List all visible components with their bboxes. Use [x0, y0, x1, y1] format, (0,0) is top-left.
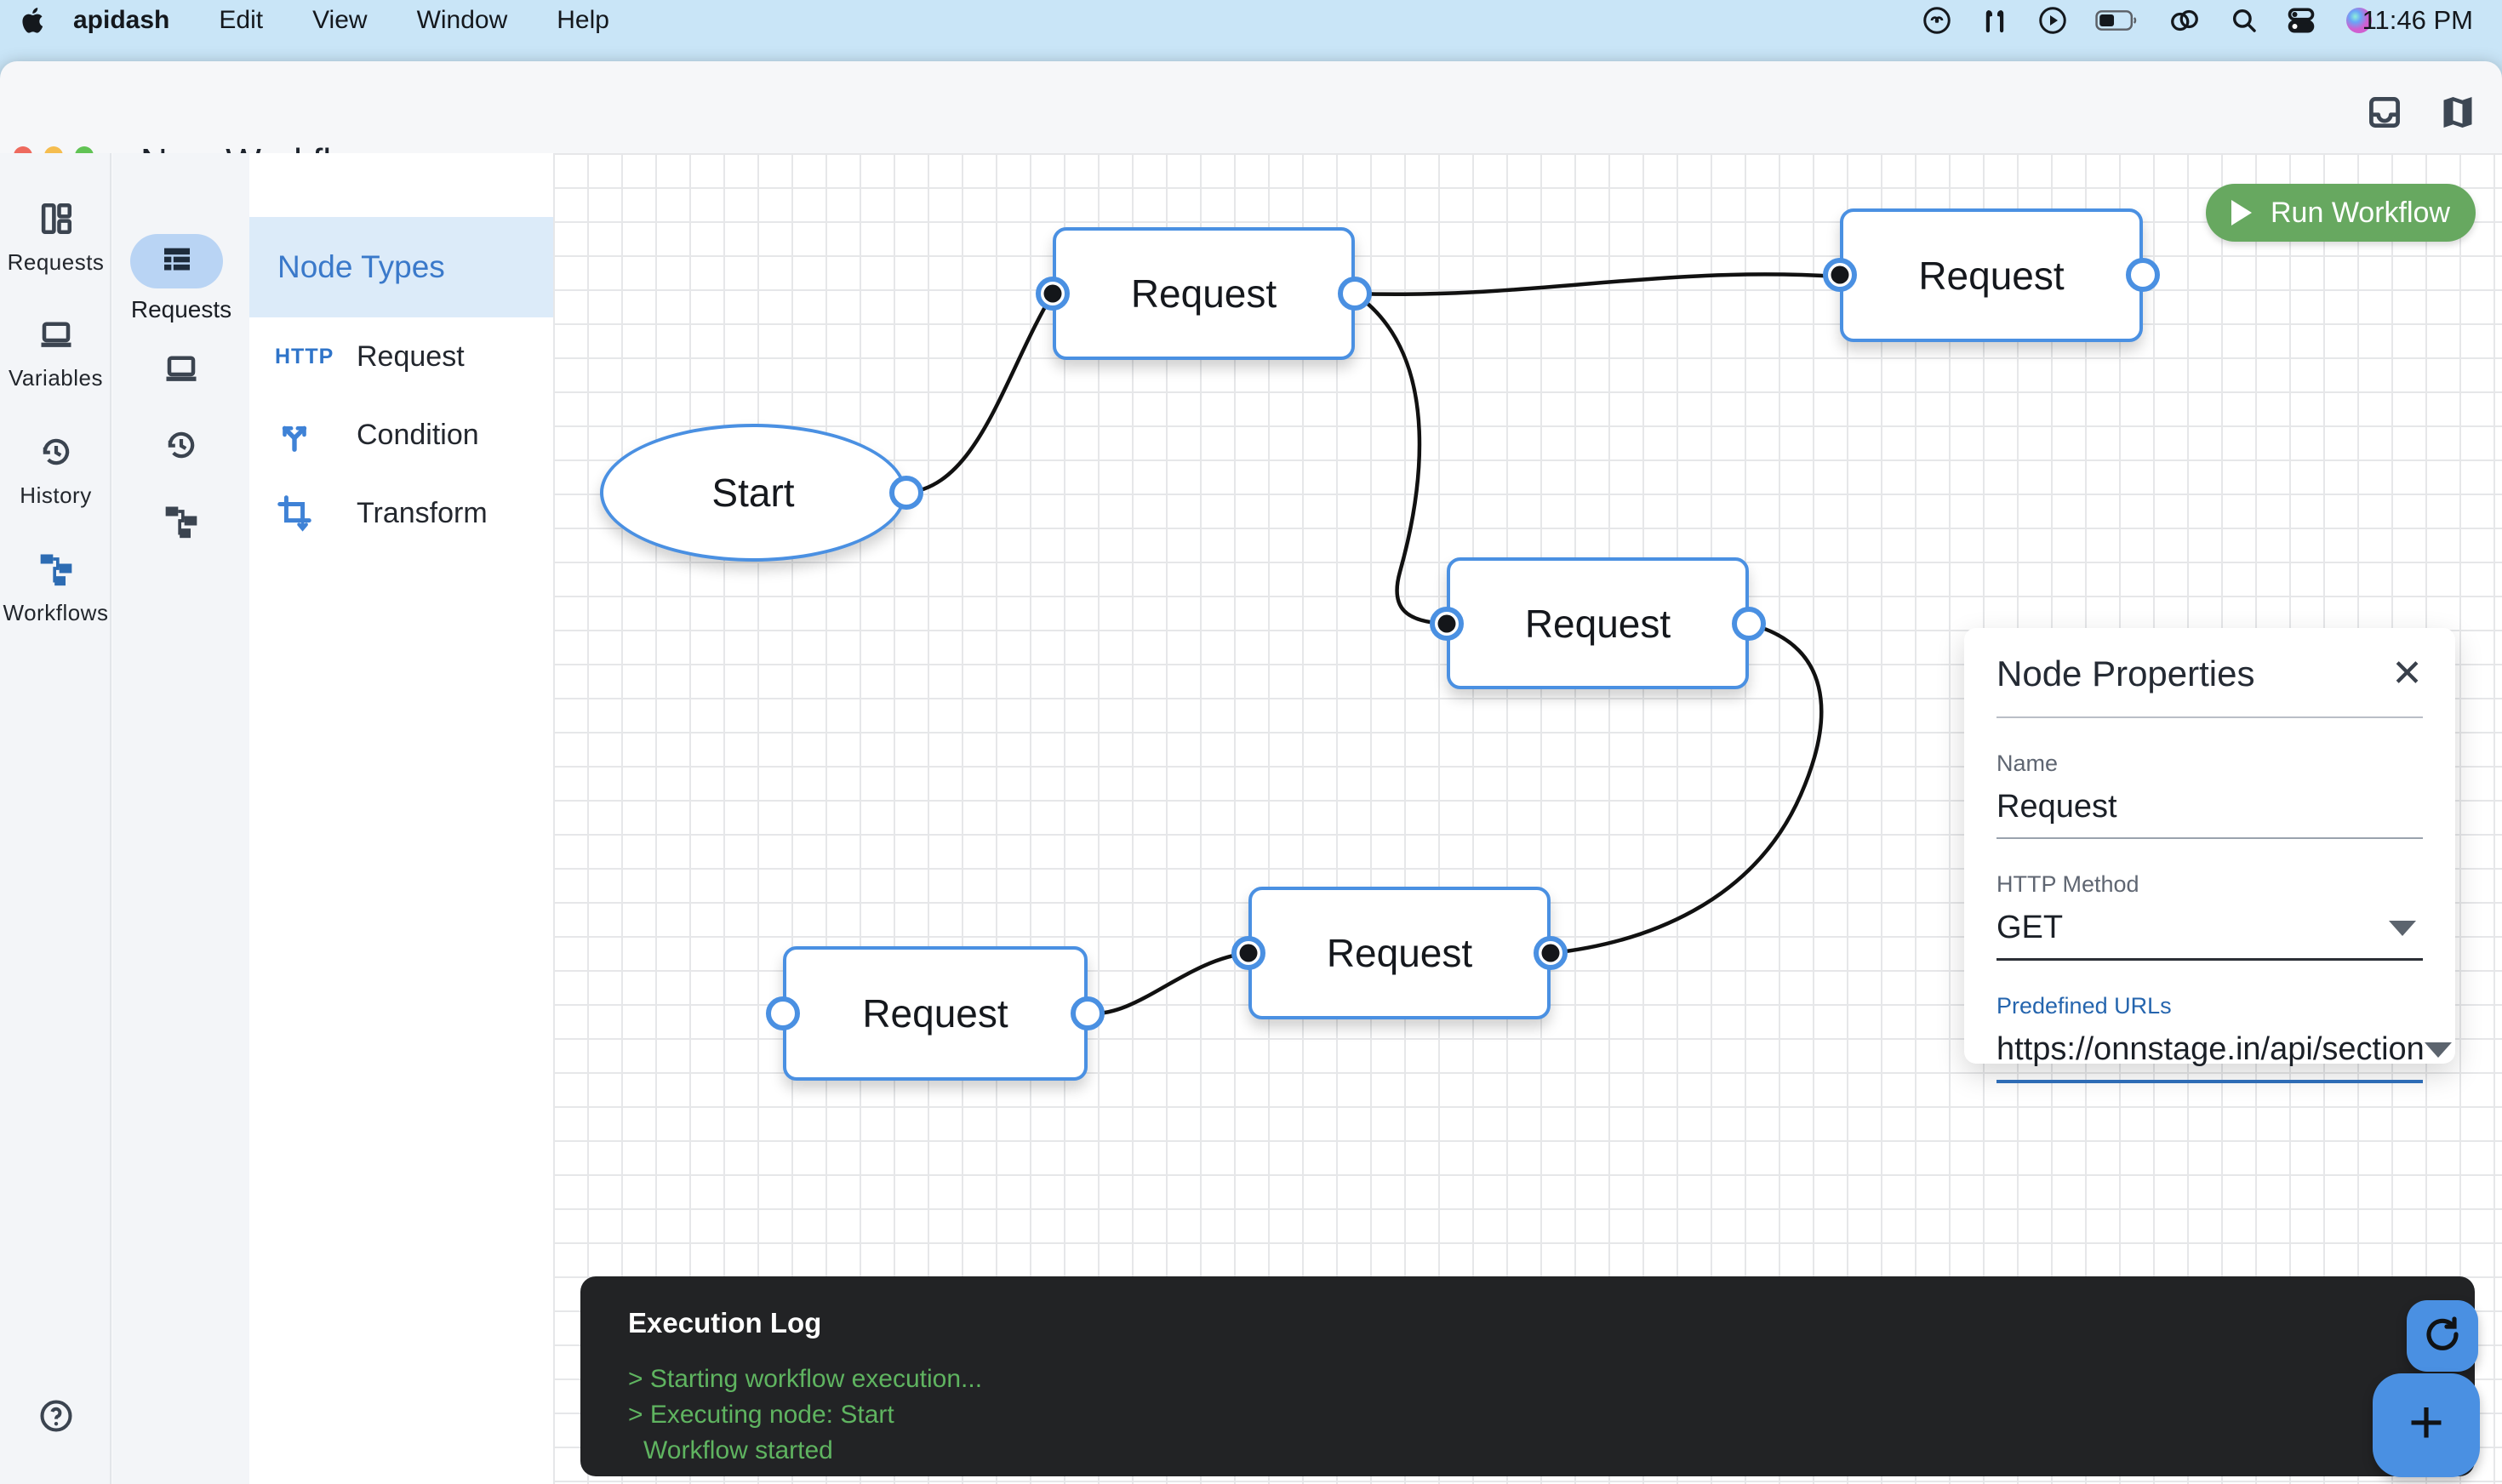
field-value[interactable]: https://onnstage.in/api/section	[1996, 1031, 2425, 1067]
node-type-request[interactable]: HTTP Request	[249, 317, 553, 396]
map-icon[interactable]	[2439, 94, 2476, 135]
node-type-label: Transform	[357, 496, 488, 529]
add-node-button[interactable]: +	[2373, 1373, 2480, 1477]
workflow-node-request-1[interactable]: Request	[1053, 227, 1355, 360]
sidebar-item-history[interactable]: History	[0, 434, 111, 509]
execution-log-panel: Execution Log > Starting workflow execut…	[580, 1276, 2475, 1476]
node-label: Start	[711, 471, 795, 515]
history-icon	[163, 427, 199, 467]
node-type-transform[interactable]: Transform	[249, 474, 553, 552]
field-underline	[1996, 958, 2423, 961]
field-predefined-urls: Predefined URLs https://onnstage.in/api/s…	[1996, 993, 2452, 1083]
siri-icon[interactable]	[2344, 5, 2374, 36]
play-icon	[2231, 200, 2252, 225]
node-label: Request	[1524, 601, 1671, 646]
battery-icon[interactable]	[2095, 8, 2139, 33]
node-label: Request	[1918, 253, 2065, 298]
status-icons	[1922, 0, 2374, 41]
control-center-icon[interactable]	[2286, 5, 2316, 36]
node-type-label: Request	[357, 340, 465, 373]
laptop-icon	[163, 351, 200, 391]
sidebar-item-label: History	[20, 482, 92, 508]
plus-icon: +	[2408, 1389, 2445, 1457]
workflow-node-request-3[interactable]: Request	[1447, 557, 1749, 689]
workflow-node-request-2[interactable]: Request	[1840, 208, 2143, 342]
workflow-node-start[interactable]: Start	[600, 424, 906, 562]
sidebar-item-requests[interactable]: Requests	[0, 201, 111, 276]
workflow-node-request-4[interactable]: Request	[783, 946, 1088, 1081]
help-button[interactable]	[0, 1397, 111, 1439]
refresh-icon	[2422, 1314, 2463, 1359]
universal-control-icon[interactable]	[2167, 5, 2202, 36]
list-icon	[158, 243, 196, 281]
node-type-label: Condition	[357, 418, 479, 451]
tray-icon[interactable]	[2366, 94, 2403, 135]
field-label: Name	[1996, 751, 2059, 776]
laptop-icon	[37, 317, 75, 357]
menu-item-apidash[interactable]: apidash	[73, 6, 170, 34]
sidebar-item-label: Workflows	[3, 600, 109, 625]
apple-logo-icon[interactable]	[22, 6, 48, 35]
field-value[interactable]: GET	[1996, 910, 2064, 945]
log-line: Workflow started	[643, 1436, 833, 1464]
node-label: Request	[1326, 931, 1473, 975]
field-underline	[1996, 1080, 2423, 1083]
field-underline	[1996, 837, 2423, 839]
divider	[1996, 716, 2423, 718]
dashboard-icon	[38, 201, 74, 241]
execution-log-title: Execution Log	[628, 1307, 822, 1338]
chevron-down-icon[interactable]	[2424, 1042, 2452, 1058]
workflow-icon	[163, 502, 200, 544]
field-label: HTTP Method	[1996, 871, 2139, 897]
log-line: > Starting workflow execution...	[628, 1365, 983, 1393]
help-icon	[37, 1397, 75, 1439]
creative-cloud-icon[interactable]	[1922, 5, 1952, 36]
menu-items: apidash Edit View Window Help	[73, 6, 609, 35]
title-bar: New Workflow	[0, 61, 2502, 183]
workflow-icon	[37, 550, 75, 591]
sidebar-item-label: Requests	[7, 249, 105, 275]
history-icon	[38, 434, 74, 474]
menu-item-edit[interactable]: Edit	[219, 6, 264, 34]
http-icon: HTTP	[275, 344, 334, 368]
close-icon[interactable]: ✕	[2391, 653, 2423, 694]
field-label: Predefined URLs	[1996, 993, 2172, 1019]
refresh-button[interactable]	[2407, 1300, 2478, 1372]
sidebar2-selected-label: Requests	[130, 296, 232, 322]
menu-bar: apidash Edit View Window Help 11:46 PM	[0, 0, 2502, 41]
sidebar-item-variables[interactable]: Variables	[0, 317, 111, 391]
sidebar-item-workflows[interactable]: Workflows	[0, 550, 111, 626]
node-type-condition[interactable]: Condition	[249, 396, 553, 474]
node-label: Request	[1130, 271, 1277, 316]
airpods-icon[interactable]	[1979, 5, 2010, 36]
condition-icon	[275, 415, 334, 454]
transform-icon	[275, 494, 334, 533]
sidebar-item-label: Variables	[9, 365, 103, 391]
play-circle-icon[interactable]	[2037, 5, 2068, 36]
log-line: > Executing node: Start	[628, 1401, 894, 1429]
node-label: Request	[862, 991, 1008, 1036]
run-workflow-button[interactable]: Run Workflow	[2206, 184, 2476, 242]
menu-item-window[interactable]: Window	[416, 6, 508, 34]
search-icon[interactable]	[2230, 6, 2259, 35]
menu-item-help[interactable]: Help	[557, 6, 609, 34]
workflow-node-request-5[interactable]: Request	[1248, 887, 1551, 1019]
menu-clock[interactable]: 11:46 PM	[2362, 5, 2473, 35]
sidebar2-workflow-button[interactable]	[113, 502, 249, 544]
sidebar2-history-button[interactable]	[113, 427, 249, 467]
chevron-down-icon[interactable]	[2389, 920, 2416, 936]
menu-item-view[interactable]: View	[312, 6, 368, 34]
node-properties-title: Node Properties	[1996, 654, 2255, 693]
field-value[interactable]: Request	[1996, 789, 2117, 825]
secondary-sidebar: Requests	[113, 153, 249, 1484]
sidebar2-item-requests[interactable]	[130, 234, 223, 288]
sidebar2-laptop-button[interactable]	[113, 351, 249, 391]
node-types-header: Node Types	[249, 217, 553, 317]
